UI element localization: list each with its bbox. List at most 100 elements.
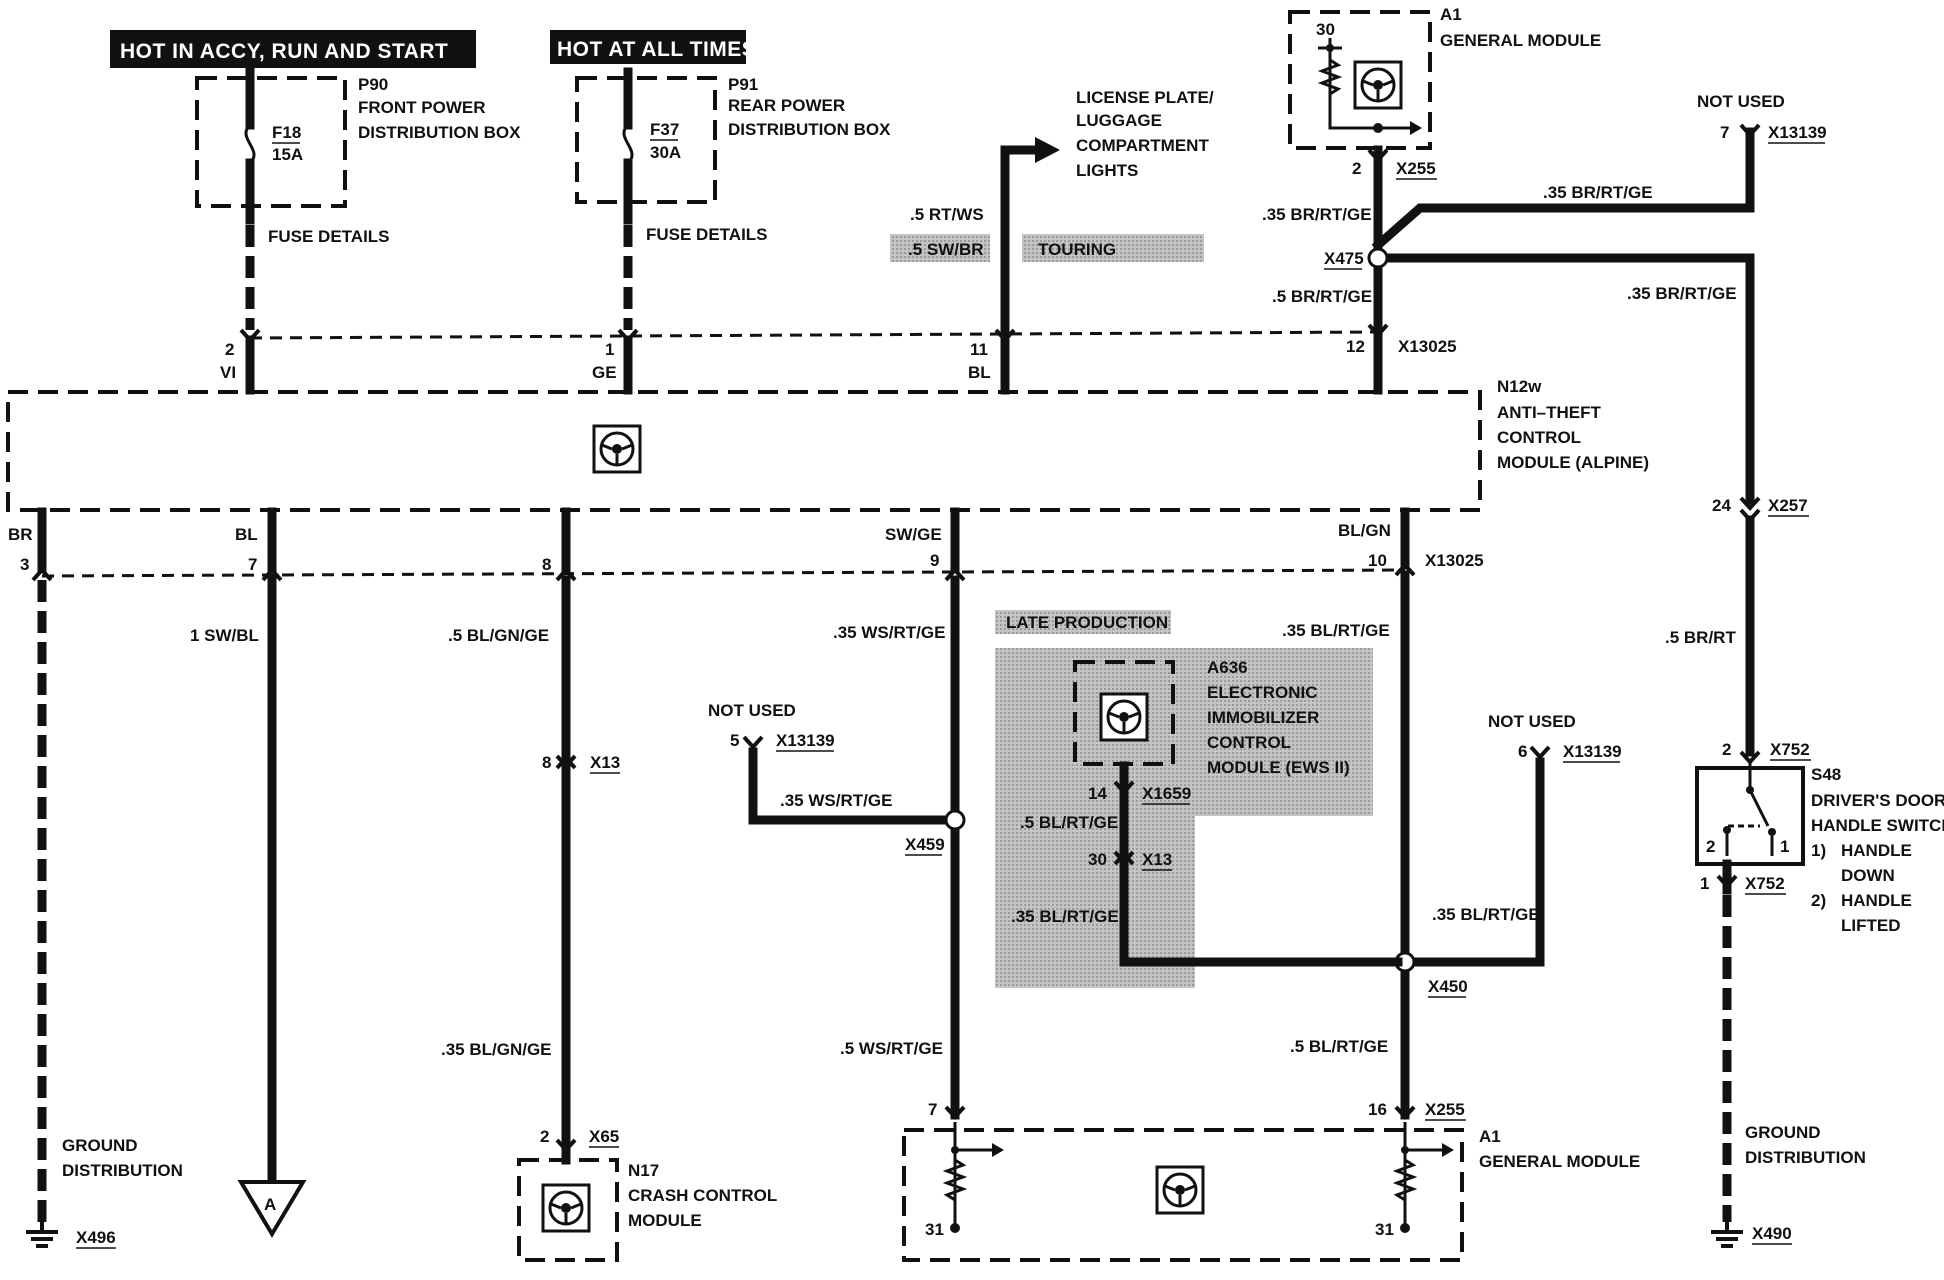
right-pin: 24: [1712, 496, 1731, 515]
late-name2: IMMOBILIZER: [1207, 708, 1319, 727]
n12-p8-pin: 8: [542, 555, 551, 574]
late-pin2: 30: [1088, 850, 1107, 869]
n12-top-connector: [249, 330, 1379, 340]
not-used-c-conn: X13139: [1563, 742, 1622, 761]
wire-general-top-branch: [1371, 127, 1755, 252]
n12-top-pin-marks: [239, 148, 1389, 343]
offpage-a-label: A: [264, 1195, 276, 1214]
wire-bl-rt-ge-2: .35 BL/RT/GE: [1432, 905, 1540, 924]
header-accy: HOT IN ACCY, RUN AND START: [120, 40, 448, 63]
rear-pin: 1: [605, 340, 614, 359]
license-name3: COMPARTMENT: [1076, 136, 1209, 155]
fuse-front-name1: FRONT POWER: [358, 98, 486, 117]
general-top-n12-pin: 12: [1346, 337, 1365, 356]
n12-p3-pin: 3: [20, 555, 29, 574]
general-top-splice: X475: [1324, 249, 1364, 268]
fuse-rear-name2: DISTRIBUTION BOX: [728, 120, 891, 139]
switch-note1a: HANDLE: [1841, 841, 1912, 860]
switch-note2-num: 2): [1811, 891, 1826, 910]
general-top-id: A1: [1440, 5, 1462, 24]
front-color: VI: [220, 363, 236, 382]
license-color: BL: [968, 363, 991, 382]
fuse-rear-fuse: F37: [650, 120, 679, 139]
general-bottom-internal: [942, 1122, 1442, 1228]
wire-not-used-b: [748, 747, 960, 825]
fuse-rear-rating: 30A: [650, 143, 681, 162]
x13-pin: 8: [542, 753, 551, 772]
n12-module-box: [6, 390, 1482, 512]
fuse-front-rating: 15A: [272, 145, 303, 164]
splice-x459: [944, 809, 966, 831]
n12-p9-color: SW/GE: [885, 525, 942, 544]
right-wire-top: .35 BR/RT/GE: [1543, 183, 1653, 202]
license-name4: LIGHTS: [1076, 161, 1138, 180]
late-pin1: 14: [1088, 784, 1107, 803]
switch-contact-b: 1: [1780, 837, 1789, 856]
general-bottom-gnd-a: 31: [925, 1220, 944, 1239]
general-top-wire2: .5 BR/RT/GE: [1272, 287, 1372, 306]
header-always: HOT AT ALL TIMES: [557, 38, 756, 61]
late-title: LATE PRODUCTION: [1006, 613, 1168, 632]
splice-x459-label: X459: [905, 835, 945, 854]
ground-left-label2: DISTRIBUTION: [62, 1161, 183, 1180]
switch-conn-top: X752: [1770, 740, 1810, 759]
switch-box: [1695, 766, 1805, 866]
n12-name1: ANTI–THEFT: [1497, 403, 1602, 422]
general-module-bottom-box: [902, 1128, 1464, 1262]
wire-bl-rt-ge-1: .35 BL/RT/GE: [1282, 621, 1390, 640]
splice-x450-label: X450: [1428, 977, 1468, 996]
touring-wire-shade: [890, 234, 990, 262]
n12-name2: CONTROL: [1497, 428, 1581, 447]
late-production-shade: [995, 648, 1373, 816]
fuse-front-details: FUSE DETAILS: [268, 227, 390, 246]
general-top-n12-conn: X13025: [1398, 337, 1457, 356]
ground-right-label2: DISTRIBUTION: [1745, 1148, 1866, 1167]
n12-p9-pin: 9: [930, 551, 939, 570]
not-used-c-label: NOT USED: [1488, 712, 1576, 731]
general-top-conn: X255: [1396, 159, 1436, 178]
switch-name1: DRIVER'S DOOR: [1811, 791, 1944, 810]
ground-right-conn: X490: [1752, 1224, 1792, 1243]
fuse-rear-name1: REAR POWER: [728, 96, 845, 115]
crash-conn: X65: [589, 1127, 619, 1146]
not-used-a-conn: X13139: [1768, 123, 1827, 142]
header-accy-bg: [110, 30, 476, 68]
switch-note1-num: 1): [1811, 841, 1826, 860]
switch-id: S48: [1811, 765, 1841, 784]
license-name2: LUGGAGE: [1076, 111, 1162, 130]
wire-ws-rt-ge-nu: .35 WS/RT/GE: [780, 791, 892, 810]
n12-p7-pin: 7: [248, 555, 257, 574]
not-used-b-label: NOT USED: [708, 701, 796, 720]
late-production-title-shade: [995, 610, 1171, 634]
switch-pin-top: 2: [1722, 740, 1731, 759]
fuse-rear-details: FUSE DETAILS: [646, 225, 768, 244]
n12-p10-color: BL/GN: [1338, 521, 1391, 540]
fuse-front-fuse: F18: [272, 123, 301, 142]
fuse-rear-id: P91: [728, 75, 758, 94]
switch-pin-bottom: 1: [1700, 874, 1709, 893]
wire-ws-rt-ge-1: .35 WS/RT/GE: [833, 623, 945, 642]
late-name3: CONTROL: [1207, 733, 1291, 752]
ground-left-label1: GROUND: [62, 1136, 138, 1155]
right-wire-down: .35 BR/RT/GE: [1627, 284, 1737, 303]
license-wire-touring: .5 SW/BR: [908, 240, 984, 259]
crash-module-box: [517, 1158, 619, 1262]
late-name4: MODULE (EWS II): [1207, 758, 1350, 777]
late-wire2: .35 BL/RT/GE: [1011, 907, 1119, 926]
wire-bl-gn-ge-2: .35 BL/GN/GE: [441, 1040, 552, 1059]
n12-name3: MODULE (ALPINE): [1497, 453, 1649, 472]
late-conn1: X1659: [1142, 784, 1191, 803]
crash-name1: CRASH CONTROL: [628, 1186, 777, 1205]
right-wire2: .5 BR/RT: [1665, 628, 1736, 647]
fuse-front-id: P90: [358, 75, 388, 94]
wire-bl-rt-ge-3: .5 BL/RT/GE: [1290, 1037, 1388, 1056]
late-id: A636: [1207, 658, 1248, 677]
general-bottom-name: GENERAL MODULE: [1479, 1152, 1640, 1171]
fuse-f37-symbol: [622, 123, 634, 165]
not-used-a-pin: 7: [1720, 123, 1729, 142]
wire-general-top-right: [1373, 253, 1755, 505]
crash-name2: MODULE: [628, 1211, 702, 1230]
late-wire1: .5 BL/RT/GE: [1020, 813, 1118, 832]
ground-left-symbol: [26, 1222, 58, 1248]
ground-left-conn: X496: [76, 1228, 116, 1247]
